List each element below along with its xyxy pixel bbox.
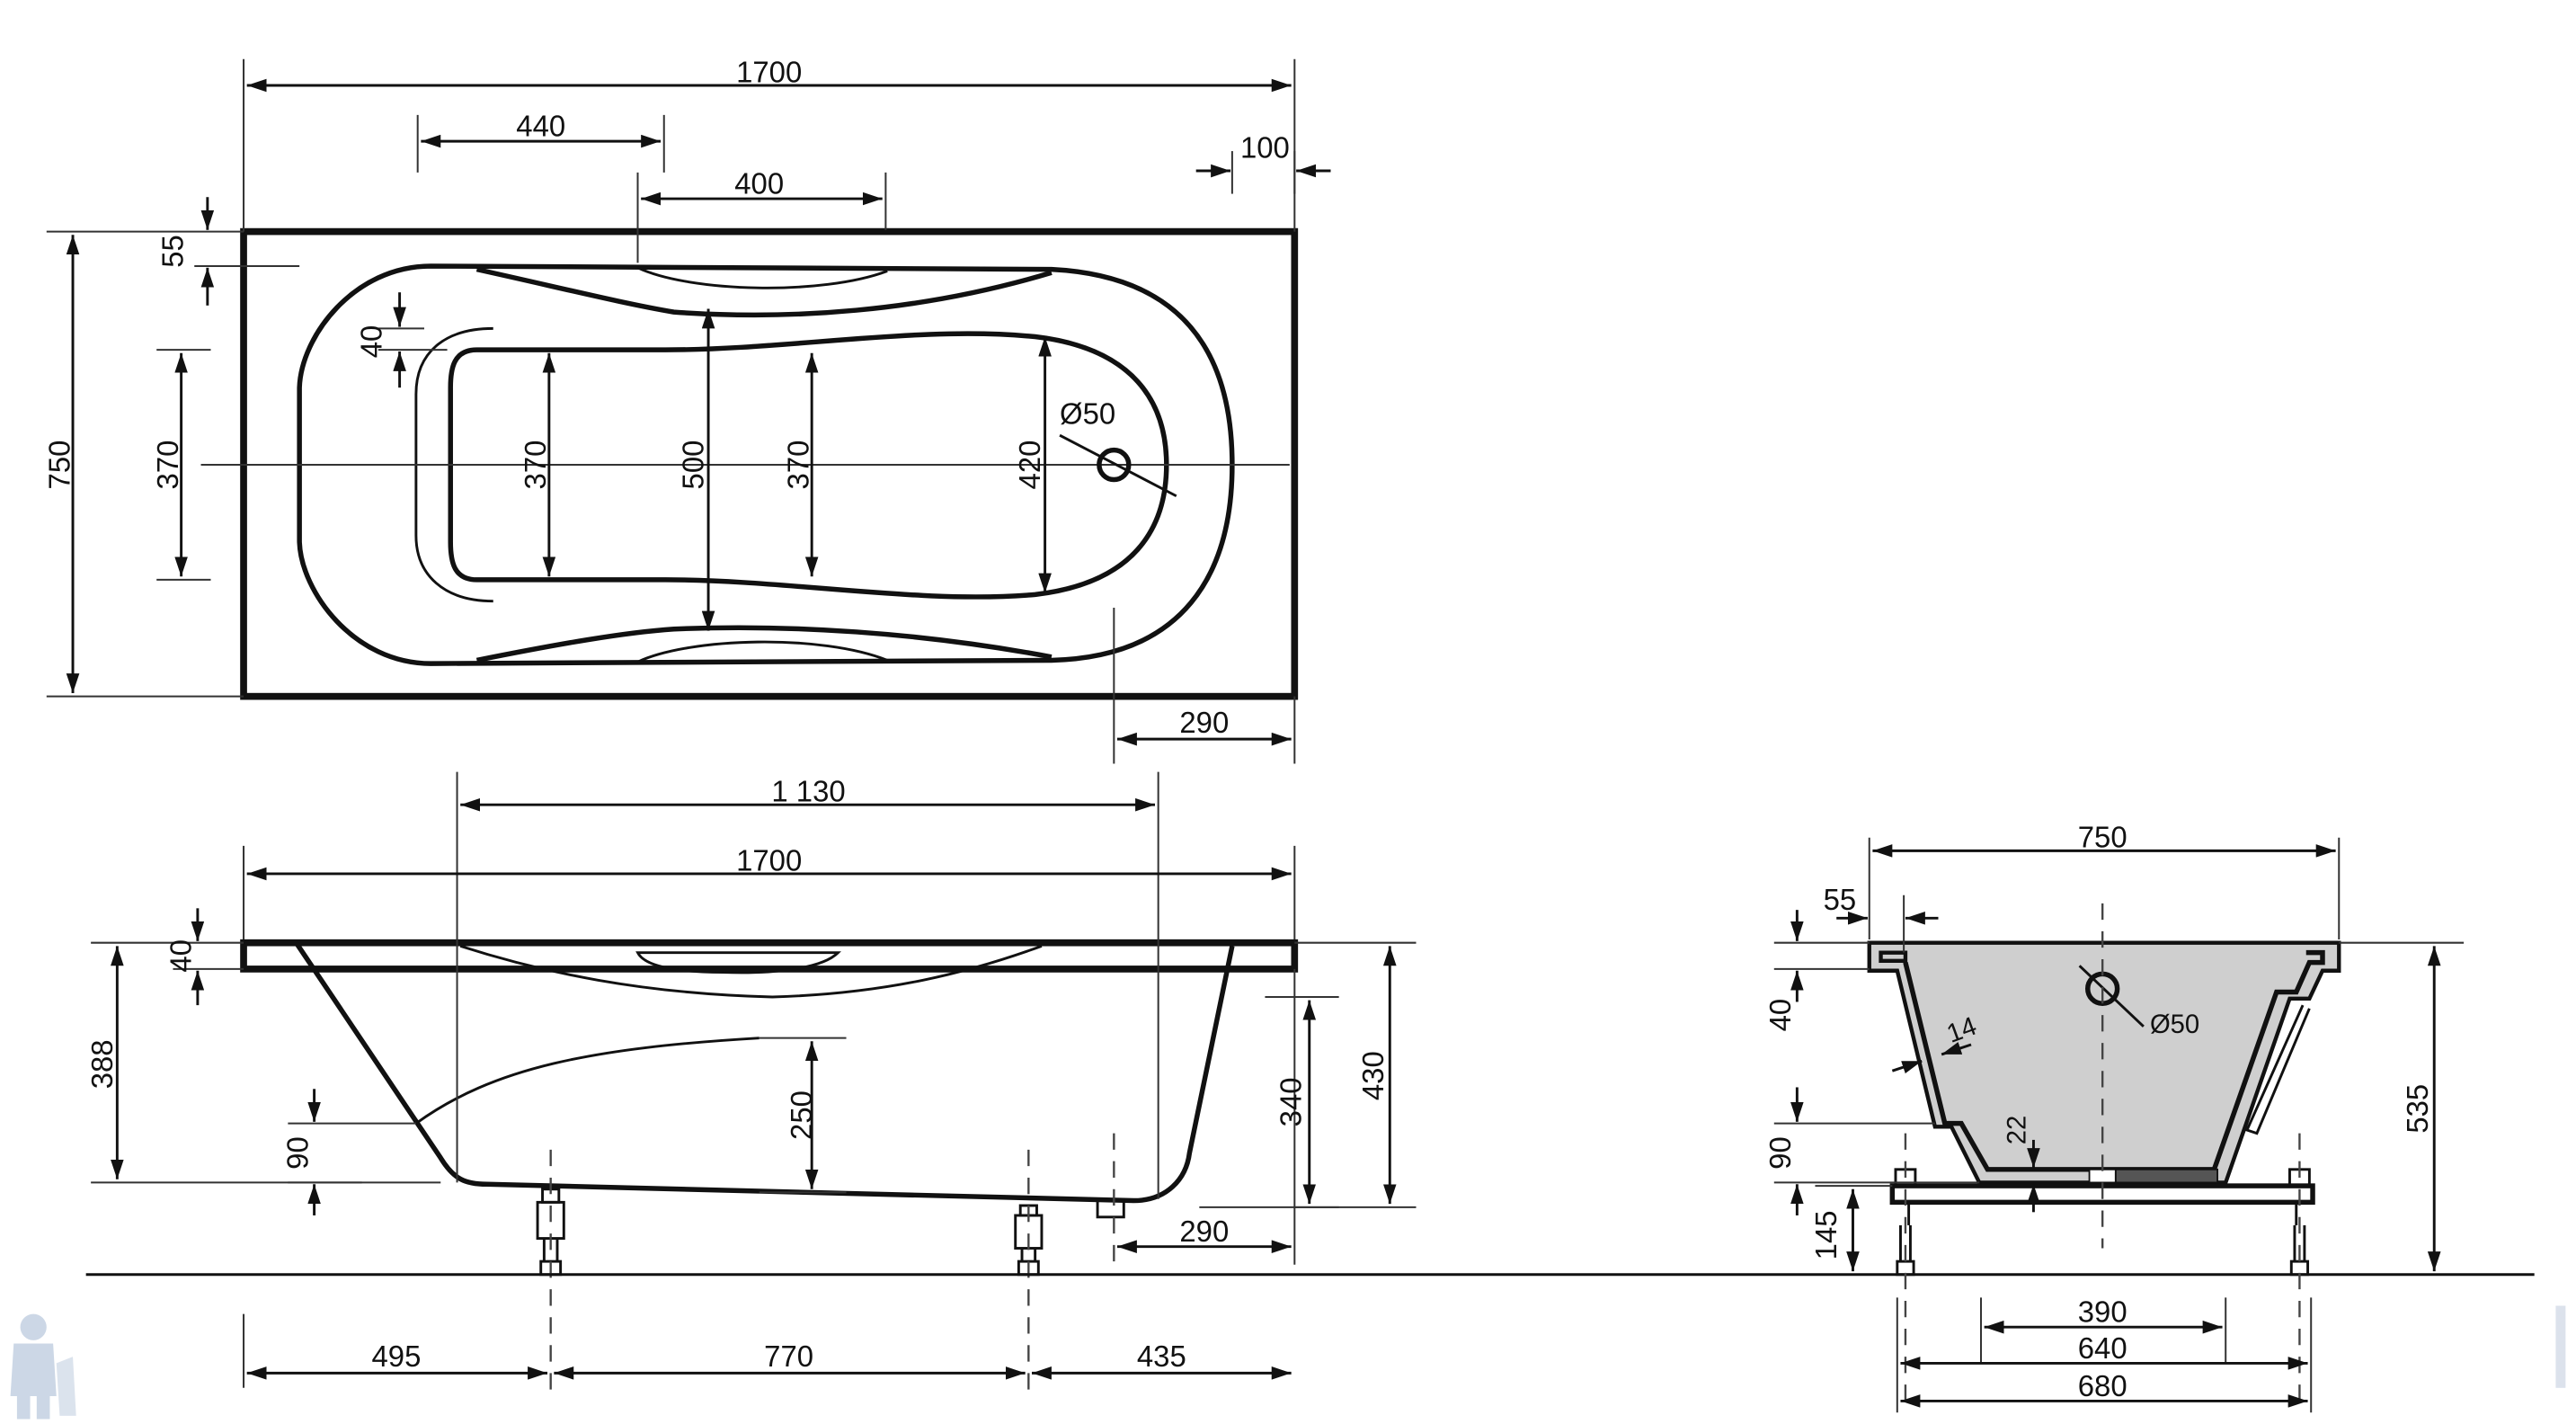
side-view-armrest xyxy=(459,944,1043,999)
side-depth-center: 250 xyxy=(785,1090,818,1140)
end-frame-mid: 640 xyxy=(2078,1331,2127,1365)
side-drain-offset: 290 xyxy=(1179,1215,1229,1248)
watermark-mascot-icon xyxy=(10,1313,76,1420)
top-overall-width: 750 xyxy=(42,441,76,490)
side-depth-end: 340 xyxy=(1275,1077,1308,1126)
side-view-body xyxy=(294,941,1235,1204)
side-leg-offset-left: 495 xyxy=(372,1339,422,1373)
end-view-bottom-reinforcement xyxy=(2114,1168,2218,1184)
side-view-drain-stub xyxy=(1096,1199,1125,1219)
dim-14-b xyxy=(1941,1042,1972,1056)
end-step-height: 90 xyxy=(1763,1136,1797,1170)
side-view: 1 130 1700 40 388 90 250 340 430 290 495… xyxy=(85,771,1417,1396)
overflow-leader xyxy=(2078,965,2145,1028)
end-view-drain-gap xyxy=(2088,1168,2117,1184)
side-view-rim xyxy=(240,939,1299,973)
top-view-drain xyxy=(1097,447,1132,483)
end-frame-outer: 680 xyxy=(2078,1369,2127,1402)
top-bottom-width-right: 420 xyxy=(1013,441,1046,490)
end-bottom-thickness: 22 xyxy=(2003,1116,2031,1145)
top-view-armrest-top xyxy=(475,266,1053,318)
top-view-armrest-bottom xyxy=(475,625,1053,663)
end-frame-height: 145 xyxy=(1809,1210,1843,1259)
end-rim-thickness: 40 xyxy=(1763,999,1797,1032)
top-view-armrest-bottom-inner xyxy=(636,640,888,663)
top-view-bottom-well xyxy=(448,331,1169,600)
side-overall-length: 1700 xyxy=(736,843,802,877)
top-inner-step: 40 xyxy=(355,325,388,359)
top-bottom-width-center-left: 370 xyxy=(519,441,552,490)
dim-14-a xyxy=(1891,1059,1923,1074)
top-bowl-width: 500 xyxy=(677,441,710,490)
end-view-shell-section xyxy=(1867,940,2341,1185)
side-overall-height: 430 xyxy=(1356,1051,1390,1100)
side-inner-depth: 388 xyxy=(85,1039,119,1089)
top-view-bowl-outer xyxy=(297,263,1235,666)
end-overflow-diameter: Ø50 xyxy=(2150,1010,2199,1039)
watermark-text xyxy=(2555,1305,2566,1388)
end-frame-inner: 390 xyxy=(2078,1295,2127,1329)
top-armrest-width: 400 xyxy=(734,167,784,200)
end-total-height: 535 xyxy=(2401,1084,2434,1134)
top-bottom-width-center-right: 370 xyxy=(782,441,815,490)
end-rim-width: 55 xyxy=(1824,883,1857,916)
top-bottom-width-left: 370 xyxy=(151,441,184,490)
side-view-armrest-inner xyxy=(635,951,841,975)
top-drain-offset: 290 xyxy=(1179,706,1229,739)
top-view: 1700 440 400 100 55 750 370 40 370 500 3… xyxy=(42,55,1331,764)
top-drain-diameter: Ø50 xyxy=(1060,396,1115,430)
end-view: 750 55 40 14 Ø50 90 22 145 535 390 640 6… xyxy=(1763,821,2465,1413)
top-rim-offset: 100 xyxy=(1240,130,1290,164)
side-bottom-length: 1 130 xyxy=(771,775,845,808)
side-seat-height: 90 xyxy=(280,1136,314,1170)
side-leg-offset-right: 435 xyxy=(1137,1339,1186,1373)
top-overall-length: 1700 xyxy=(736,55,802,88)
side-leg-spacing: 770 xyxy=(764,1339,813,1373)
top-headrest-offset: 440 xyxy=(516,110,565,143)
side-rim-thickness: 40 xyxy=(164,939,198,973)
end-view-inner-surface xyxy=(1903,949,2325,1172)
top-rim-width: 55 xyxy=(155,235,189,268)
drain-leader xyxy=(1059,433,1177,498)
top-view-armrest-top-inner xyxy=(636,266,888,289)
side-view-seat-line xyxy=(415,1037,759,1125)
end-overall-width: 750 xyxy=(2078,821,2127,854)
end-view-skirt xyxy=(2244,1004,2311,1135)
